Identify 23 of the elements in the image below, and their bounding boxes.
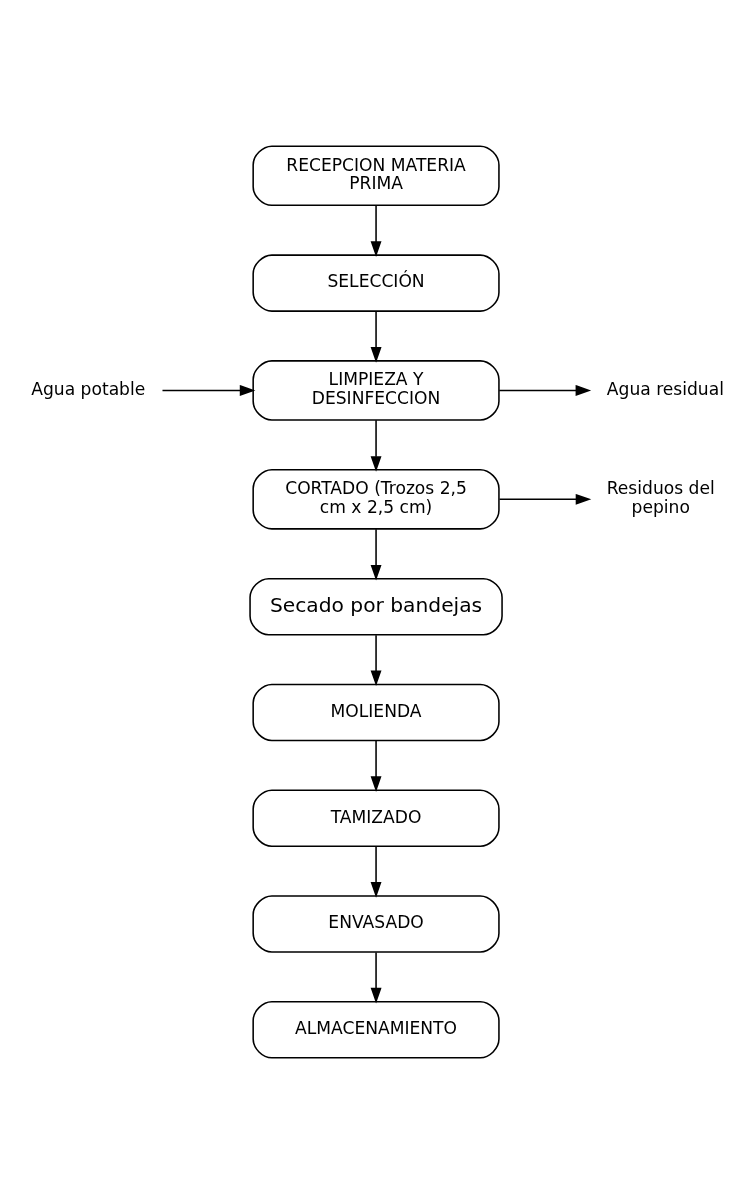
node-box: ALMACENAMIENTO (252, 1000, 500, 1059)
arrow (370, 419, 382, 472)
node-box: Secado por bandejas (249, 577, 503, 635)
node-box: TAMIZADO (252, 788, 500, 847)
arrow (498, 493, 592, 505)
arrow (370, 951, 382, 1003)
node-text: Agua potable (31, 378, 146, 399)
arrow (370, 204, 382, 257)
arrow (370, 845, 382, 898)
node-box: LIMPIEZA Y DESINFECCION (252, 359, 500, 421)
arrow (370, 528, 382, 580)
arrow (370, 739, 382, 792)
arrow (498, 384, 592, 396)
node-box: ENVASADO (252, 894, 500, 953)
node-box: RECEPCION MATERIA PRIMA (252, 144, 500, 206)
node-text: Agua residual (606, 378, 724, 399)
arrow (370, 633, 382, 686)
node-box: CORTADO (Trozos 2,5 cm x 2,5 cm) (252, 468, 500, 530)
arrow (370, 310, 382, 363)
node-box: MOLIENDA (252, 683, 500, 741)
node-box: SELECCIÓN (252, 253, 500, 312)
node-text: Residuos del pepino (606, 477, 715, 517)
arrow (161, 384, 256, 396)
